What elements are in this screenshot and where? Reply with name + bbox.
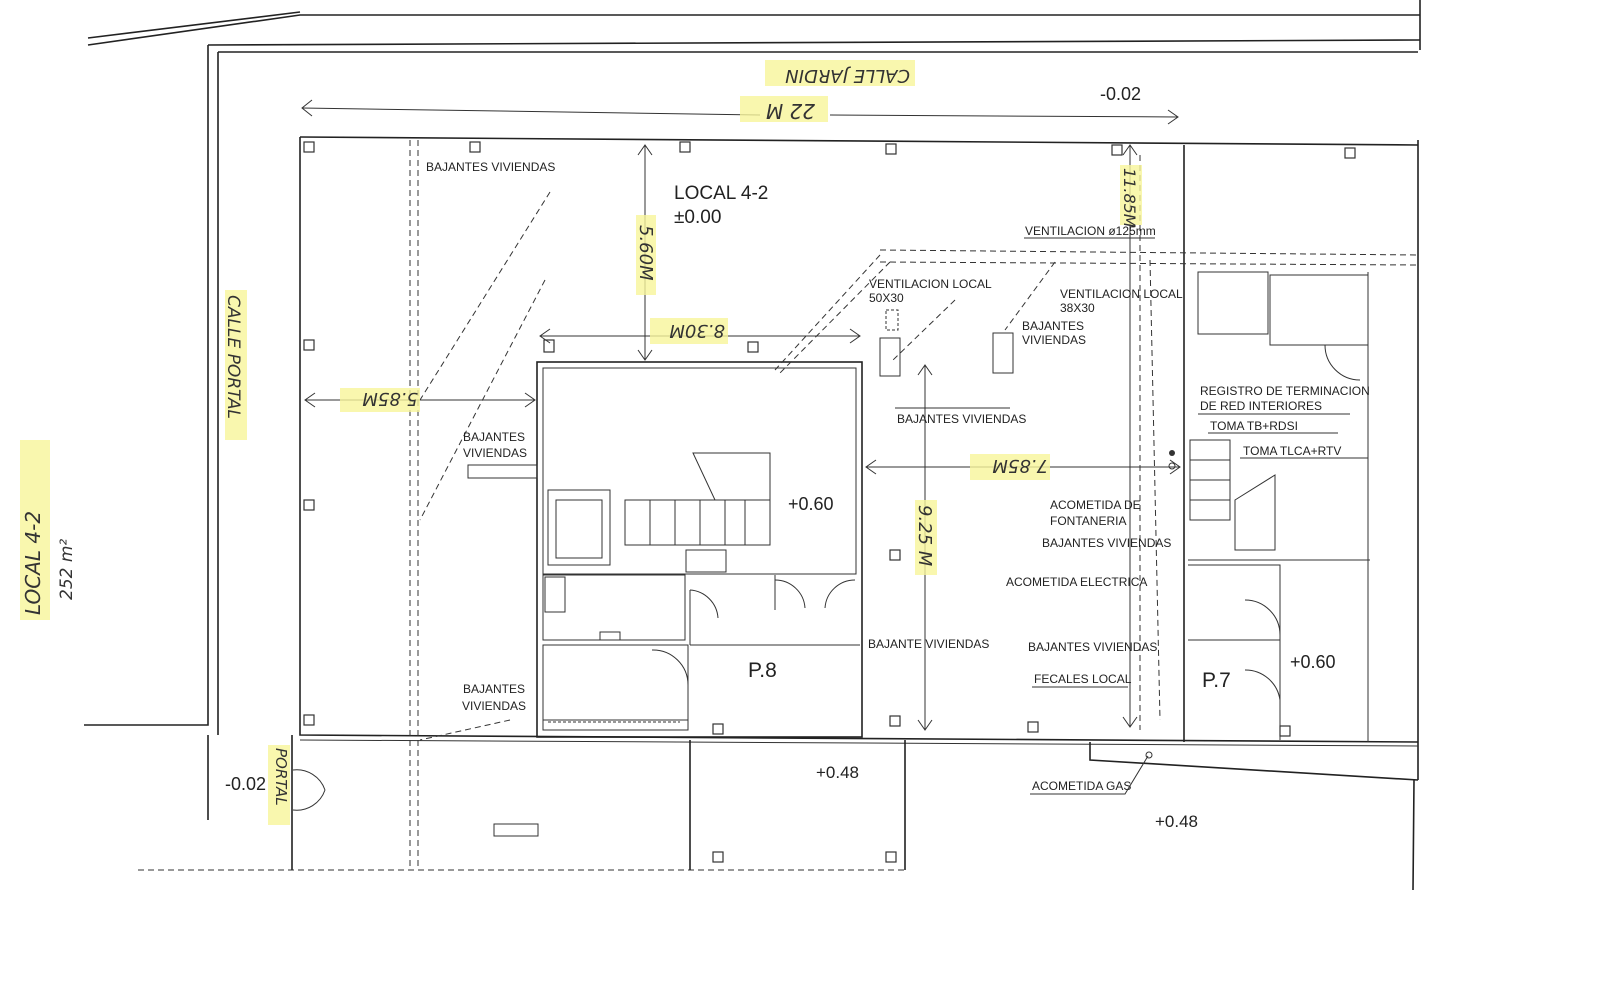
- room-level: ±0.00: [674, 207, 721, 228]
- ann-bajantes-lower: BAJANTES VIVIENDAS: [1028, 640, 1157, 654]
- dim-right-span: 7.85M: [992, 455, 1048, 476]
- level-portal: -0.02: [225, 774, 266, 794]
- highlighter-marks: [20, 60, 1142, 825]
- level-front-right: +0.48: [1155, 812, 1198, 831]
- dim-left-offset: 5.85M: [362, 388, 418, 409]
- room-p8: P.8: [748, 659, 777, 682]
- ann-bajantes-mid-2: VIVIENDAS: [1022, 333, 1086, 347]
- ann-vent-125: VENTILACION ø125mm: [1025, 224, 1156, 238]
- labels: CALLE JARDIN 22 M -0.02 CALLE PORTAL LOC…: [21, 65, 1370, 831]
- ann-registro-2: DE RED INTERIORES: [1200, 399, 1322, 413]
- portal-door: [292, 769, 539, 837]
- dimension-lines: [301, 99, 1181, 731]
- structural-columns: [303, 141, 1356, 863]
- dim-core-width: 8.30M: [669, 320, 725, 341]
- ann-bajantes-left-1: BAJANTES: [463, 430, 525, 444]
- ann-toma-tb: TOMA TB+RDSI: [1210, 419, 1298, 433]
- installation-annotations: BAJANTES VIVIENDAS BAJANTES VIVIENDAS BA…: [426, 160, 1370, 795]
- ann-vent-local-1a: VENTILACION LOCAL: [869, 277, 992, 291]
- side-local-label: LOCAL 4-2: [21, 511, 45, 615]
- site-boundary: [84, 0, 1421, 891]
- side-area-label: 252 m²: [57, 539, 77, 600]
- ann-toma-tlca: TOMA TLCA+RTV: [1243, 444, 1341, 458]
- level-front-mid: +0.48: [816, 763, 859, 782]
- building-outline: [299, 136, 1419, 870]
- street-left-label: CALLE PORTAL: [223, 295, 243, 419]
- ann-bajantes-bottom-1: BAJANTES: [463, 682, 525, 696]
- ann-vent-local-1b: 50X30: [869, 291, 904, 305]
- ann-bajantes-left-2: VIVIENDAS: [463, 446, 527, 460]
- zone-p7: [1188, 271, 1370, 742]
- ann-electrica: ACOMETIDA ELECTRICA: [1006, 575, 1147, 589]
- ann-bajante-single: BAJANTE VIVIENDAS: [868, 637, 989, 651]
- ann-bajantes-center: BAJANTES VIVIENDAS: [897, 412, 1026, 426]
- ann-gas: ACOMETIDA GAS: [1032, 779, 1131, 793]
- level-p7: +0.60: [1290, 652, 1336, 672]
- ann-vent-local-2a: VENTILACION LOCAL: [1060, 287, 1183, 301]
- ann-fontaneria-1: ACOMETIDA DE: [1050, 498, 1141, 512]
- dim-depth-right: 11.85M: [1120, 168, 1139, 228]
- level-street-top: -0.02: [1100, 84, 1141, 104]
- street-top-label: CALLE JARDIN: [785, 65, 910, 86]
- portal-label: PORTAL: [272, 748, 290, 806]
- dim-width-total: 22 M: [766, 99, 815, 123]
- dim-depth-mid: 9.25 M: [914, 505, 935, 567]
- ann-registro-1: REGISTRO DE TERMINACION: [1200, 384, 1370, 398]
- ann-fecales: FECALES LOCAL: [1034, 672, 1132, 686]
- ann-vent-local-2b: 38X30: [1060, 301, 1095, 315]
- ann-bajantes-bottom-2: VIVIENDAS: [462, 699, 526, 713]
- ann-bajantes-right: BAJANTES VIVIENDAS: [1042, 536, 1171, 550]
- room-p7: P.7: [1202, 669, 1231, 692]
- ann-bajantes-mid-1: BAJANTES: [1022, 319, 1084, 333]
- core-p8: [536, 361, 863, 738]
- dim-depth-top: 5.60M: [635, 225, 656, 281]
- ann-bajantes-top: BAJANTES VIVIENDAS: [426, 160, 555, 174]
- level-core: +0.60: [788, 494, 834, 514]
- ann-fontaneria-2: FONTANERIA: [1050, 514, 1126, 528]
- room-title: LOCAL 4-2: [674, 183, 768, 204]
